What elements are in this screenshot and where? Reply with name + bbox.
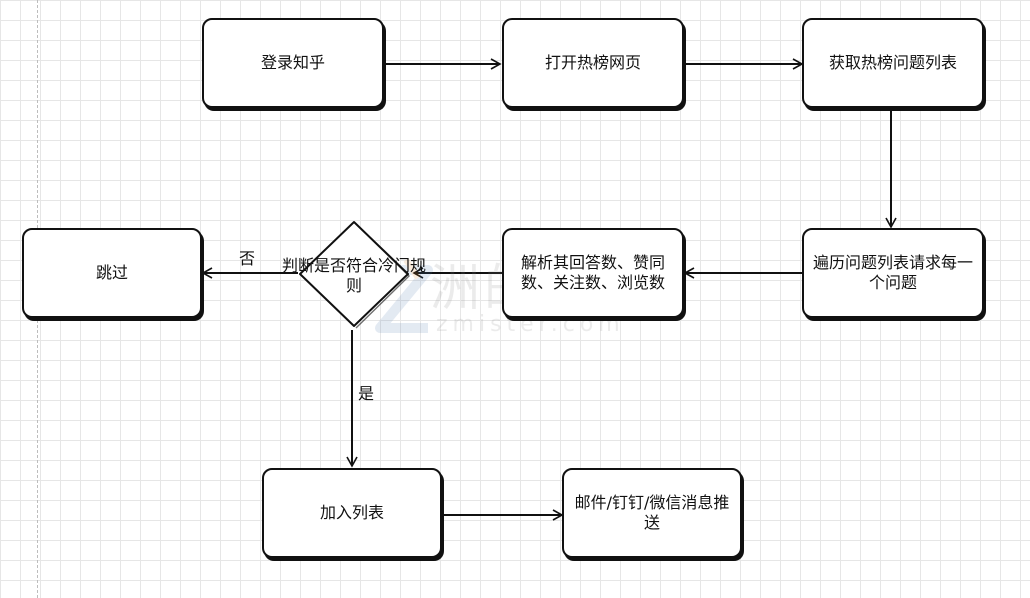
node-login-label: 登录知乎: [260, 53, 325, 72]
node-iterate[interactable]: 遍历问题列表请求每一个问题: [802, 228, 984, 318]
node-login[interactable]: 登录知乎: [202, 18, 384, 108]
node-open-hot-label: 打开热榜网页: [544, 53, 641, 72]
edge-label-yes: 是: [358, 384, 375, 403]
node-push-label: 邮件/钉钉/微信消息推送: [574, 493, 730, 532]
node-decision-shape[interactable]: [296, 218, 412, 330]
node-open-hot[interactable]: 打开热榜网页: [502, 18, 684, 108]
node-decision-label: 判断是否符合冷门规则: [282, 256, 427, 295]
node-add-list[interactable]: 加入列表: [262, 468, 442, 558]
node-get-list-label: 获取热榜问题列表: [828, 53, 957, 72]
node-parse[interactable]: 解析其回答数、赞同数、关注数、浏览数: [502, 228, 684, 318]
node-parse-label: 解析其回答数、赞同数、关注数、浏览数: [520, 253, 665, 292]
node-add-list-label: 加入列表: [319, 503, 384, 522]
node-get-list[interactable]: 获取热榜问题列表: [802, 18, 984, 108]
node-push[interactable]: 邮件/钉钉/微信消息推送: [562, 468, 742, 558]
node-skip-label: 跳过: [95, 263, 128, 282]
node-skip[interactable]: 跳过: [22, 228, 202, 318]
edge-label-no: 否: [239, 249, 256, 268]
node-iterate-label: 遍历问题列表请求每一个问题: [812, 253, 973, 292]
